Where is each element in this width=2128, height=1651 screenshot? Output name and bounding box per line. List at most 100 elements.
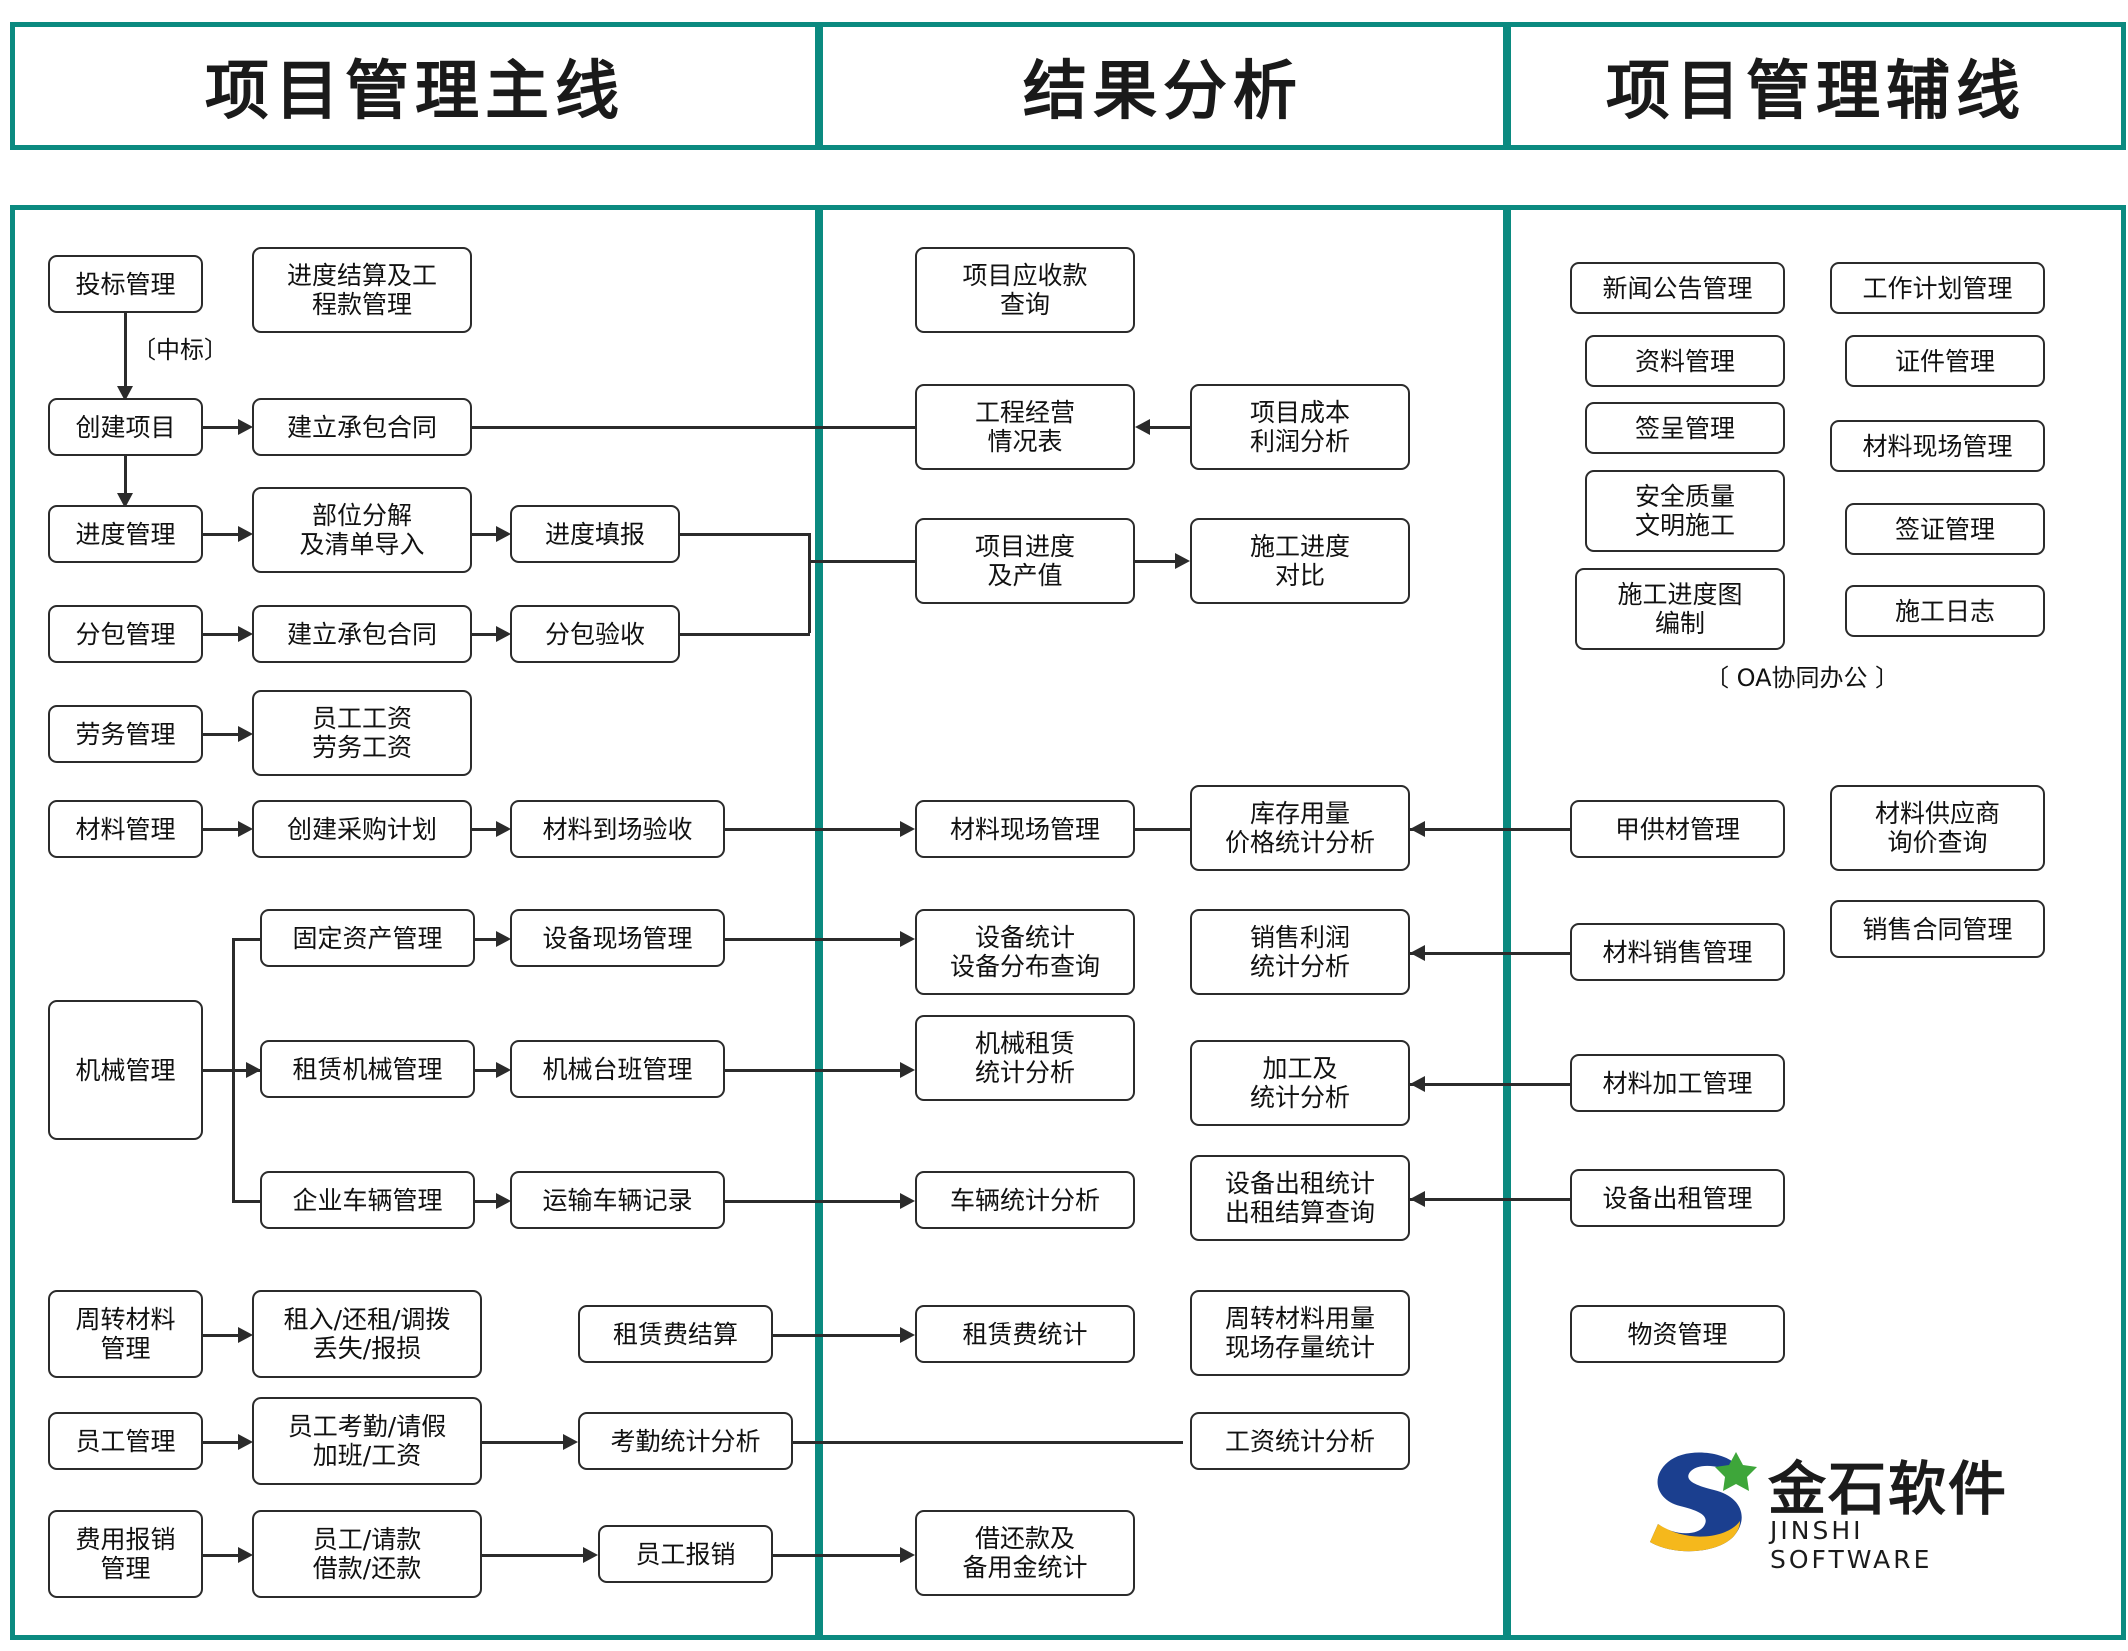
header-title-result-analysis: 结果分析	[1023, 54, 1303, 129]
connector-sub-to-contract	[203, 633, 239, 636]
node-progress-mgmt[interactable]: 进度管理	[48, 505, 203, 563]
node-rent-fee-stat[interactable]: 租赁费统计	[915, 1305, 1135, 1363]
node-label: 部位分解 及清单导入	[299, 501, 425, 559]
node-progress-output[interactable]: 项目进度 及产值	[915, 518, 1135, 604]
node-work-plan-mgmt[interactable]: 工作计划管理	[1830, 262, 2045, 314]
node-transport-record[interactable]: 运输车辆记录	[510, 1171, 725, 1229]
node-wage-stat[interactable]: 工资统计分析	[1190, 1412, 1410, 1470]
node-attendance-stat[interactable]: 考勤统计分析	[578, 1412, 793, 1470]
arrowhead-output-to-compare	[1175, 553, 1190, 569]
connector-lease-to-shift	[475, 1069, 497, 1072]
node-material-process-mgmt[interactable]: 材料加工管理	[1570, 1054, 1785, 1112]
node-staff-mgmt[interactable]: 员工管理	[48, 1412, 203, 1470]
node-certificate-mgmt[interactable]: 证件管理	[1845, 335, 2045, 387]
node-progress-settlement[interactable]: 进度结算及工 程款管理	[252, 247, 472, 333]
node-label: 资料管理	[1634, 346, 1735, 376]
node-create-purchase[interactable]: 创建采购计划	[252, 800, 472, 858]
node-construction-log[interactable]: 施工日志	[1845, 585, 2045, 637]
connector-attstat-to-wagestat	[793, 1441, 1183, 1444]
node-material-mgmt[interactable]: 材料管理	[48, 800, 203, 858]
node-turnover-stock-stat[interactable]: 周转材料用量 现场存量统计	[1190, 1290, 1410, 1376]
node-create-project[interactable]: 创建项目	[48, 398, 203, 456]
node-cost-profit-analysis[interactable]: 项目成本 利润分析	[1190, 384, 1410, 470]
arrowhead-material-to-purchase	[238, 821, 253, 837]
node-material-arrival[interactable]: 材料到场验收	[510, 800, 725, 858]
node-vehicle-stat[interactable]: 车辆统计分析	[915, 1171, 1135, 1229]
node-sales-contract-mgmt[interactable]: 销售合同管理	[1830, 900, 2045, 958]
node-subcontract-accept[interactable]: 分包验收	[510, 605, 680, 663]
node-label: 加工及 统计分析	[1249, 1054, 1350, 1112]
connector-shift-to-stat	[725, 1069, 901, 1072]
node-staff-loan-repay[interactable]: 员工/请款 借款/还款	[252, 1510, 482, 1598]
connector-costprofit-to-operation	[1150, 426, 1190, 429]
node-label: 材料现场管理	[949, 814, 1100, 844]
node-machine-lease-stat[interactable]: 机械租赁 统计分析	[915, 1015, 1135, 1101]
logo-company-name-en: JINSHI SOFTWARE	[1770, 1516, 1933, 1574]
node-operation-table[interactable]: 工程经营 情况表	[915, 384, 1135, 470]
node-staff-wage[interactable]: 员工工资 劳务工资	[252, 690, 472, 776]
connector-output-to-compare	[1135, 560, 1175, 563]
node-lease-machine-mgmt[interactable]: 租赁机械管理	[260, 1040, 475, 1098]
node-label: 员工管理	[75, 1426, 176, 1456]
node-label: 租赁机械管理	[292, 1054, 443, 1084]
node-news-notice-mgmt[interactable]: 新闻公告管理	[1570, 262, 1785, 314]
node-staff-reimburse[interactable]: 员工报销	[598, 1525, 773, 1583]
node-label: 材料销售管理	[1602, 937, 1753, 967]
node-equip-stat-distribution[interactable]: 设备统计 设备分布查询	[915, 909, 1135, 995]
node-label: 材料供应商 询价查询	[1874, 799, 2000, 857]
node-owner-supplied-material-mgmt[interactable]: 甲供材管理	[1570, 800, 1785, 858]
connector-rentmgmt-to-rentstat	[1410, 1198, 1570, 1201]
node-stock-usage-price-stat[interactable]: 库存用量 价格统计分析	[1190, 785, 1410, 871]
node-expense-reimburse-mgmt[interactable]: 费用报销 管理	[48, 1510, 203, 1598]
node-supplier-quote-query[interactable]: 材料供应商 询价查询	[1830, 785, 2045, 871]
node-turnover-material-mgmt[interactable]: 周转材料 管理	[48, 1290, 203, 1378]
node-supplies-mgmt[interactable]: 物资管理	[1570, 1305, 1785, 1363]
header-title-main-line: 项目管理主线	[205, 54, 625, 129]
node-part-decompose[interactable]: 部位分解 及清单导入	[252, 487, 472, 573]
node-document-mgmt[interactable]: 资料管理	[1585, 335, 1785, 387]
node-equip-site-mgmt[interactable]: 设备现场管理	[510, 909, 725, 967]
connector-contract-to-operation	[472, 426, 948, 429]
node-safety-quality[interactable]: 安全质量 文明施工	[1585, 470, 1785, 552]
node-sales-profit-stat[interactable]: 销售利润 统计分析	[1190, 909, 1410, 995]
node-equip-rent-mgmt[interactable]: 设备出租管理	[1570, 1169, 1785, 1227]
node-schedule-chart-prep[interactable]: 施工进度图 编制	[1575, 568, 1785, 650]
node-bid-mgmt[interactable]: 投标管理	[48, 255, 203, 313]
node-attendance-leave[interactable]: 员工考勤/请假 加班/工资	[252, 1397, 482, 1485]
node-approval-mgmt[interactable]: 签呈管理	[1585, 402, 1785, 454]
node-machine-shift-mgmt[interactable]: 机械台班管理	[510, 1040, 725, 1098]
node-label: 材料管理	[75, 814, 176, 844]
node-label: 施工进度图 编制	[1617, 580, 1743, 638]
node-rent-return-transfer[interactable]: 租入/还租/调拨 丢失/报损	[252, 1290, 482, 1378]
node-build-contract-2[interactable]: 建立承包合同	[252, 605, 472, 663]
node-construction-progress-compare[interactable]: 施工进度 对比	[1190, 518, 1410, 604]
node-material-site-mgmt-aux[interactable]: 材料现场管理	[1830, 420, 2045, 472]
node-material-sales-mgmt[interactable]: 材料销售管理	[1570, 923, 1785, 981]
arrowhead-progress-to-part	[238, 526, 253, 542]
node-subcontract-mgmt[interactable]: 分包管理	[48, 605, 203, 663]
jinshi-s-mark-icon	[1650, 1452, 1757, 1552]
node-label: 员工/请款 借款/还款	[312, 1525, 422, 1583]
logo-company-name-cn: 金石软件	[1768, 1455, 2009, 1523]
node-progress-fill[interactable]: 进度填报	[510, 505, 680, 563]
node-company-vehicle-mgmt[interactable]: 企业车辆管理	[260, 1171, 475, 1229]
node-machine-mgmt[interactable]: 机械管理	[48, 1000, 203, 1140]
node-labor-mgmt[interactable]: 劳务管理	[48, 705, 203, 763]
connector-purchase-to-arrival	[472, 828, 497, 831]
connector-fill-bus-top	[680, 533, 810, 536]
node-build-contract-1[interactable]: 建立承包合同	[252, 398, 472, 456]
node-equip-rent-stat[interactable]: 设备出租统计 出租结算查询	[1190, 1155, 1410, 1241]
node-rent-fee-settlement[interactable]: 租赁费结算	[578, 1305, 773, 1363]
label-win-bid: 〔中标〕	[132, 336, 228, 364]
node-fixed-asset[interactable]: 固定资产管理	[260, 909, 475, 967]
node-loan-reserve-stat[interactable]: 借还款及 备用金统计	[915, 1510, 1135, 1596]
node-visa-mgmt[interactable]: 签证管理	[1845, 503, 2045, 555]
node-label: 设备出租管理	[1602, 1183, 1753, 1213]
arrowhead-vehicle-to-transport	[496, 1193, 511, 1209]
arrowhead-create-to-contract	[238, 419, 253, 435]
node-material-site-mgmt-result[interactable]: 材料现场管理	[915, 800, 1135, 858]
node-receivable-query[interactable]: 项目应收款 查询	[915, 247, 1135, 333]
node-process-stat[interactable]: 加工及 统计分析	[1190, 1040, 1410, 1126]
node-label: 设备现场管理	[542, 923, 693, 953]
node-label: 机械台班管理	[542, 1054, 693, 1084]
